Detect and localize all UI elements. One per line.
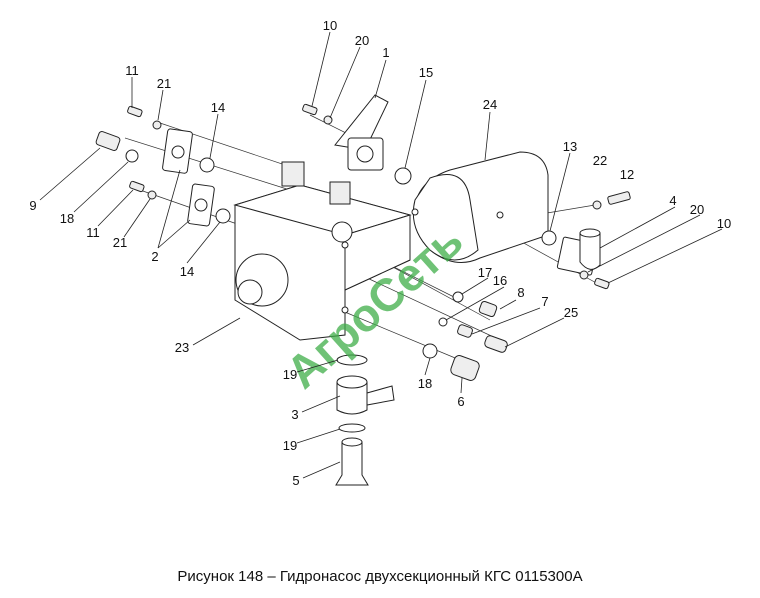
callout-1: 1 xyxy=(382,45,389,60)
callout-17: 17 xyxy=(478,265,492,280)
leader-lines xyxy=(39,31,723,479)
figure-caption: Рисунок 148 – Гидронасос двухсекционный … xyxy=(177,568,583,585)
callout-23: 23 xyxy=(175,340,189,355)
callout-9: 9 xyxy=(29,198,36,213)
callout-6: 6 xyxy=(457,394,464,409)
callout-19: 19 xyxy=(283,367,297,382)
callout-4: 4 xyxy=(669,193,676,208)
callout-18: 18 xyxy=(418,376,432,391)
callout-10: 10 xyxy=(717,216,731,231)
callout-5: 5 xyxy=(292,473,299,488)
callout-24: 24 xyxy=(483,97,497,112)
callout-3: 3 xyxy=(291,407,298,422)
callout-8: 8 xyxy=(517,285,524,300)
callout-10: 10 xyxy=(323,18,337,33)
callout-21: 21 xyxy=(157,76,171,91)
callout-15: 15 xyxy=(419,65,433,80)
callout-20: 20 xyxy=(355,33,369,48)
callout-21: 21 xyxy=(113,235,127,250)
callout-18: 18 xyxy=(60,211,74,226)
callout-11: 11 xyxy=(125,63,139,78)
outlet-elbow-4 xyxy=(556,228,601,276)
pump-housing-23 xyxy=(233,161,412,341)
callout-14: 14 xyxy=(180,264,194,279)
flanges-2 xyxy=(162,128,215,227)
callout-7: 7 xyxy=(541,294,548,309)
callout-25: 25 xyxy=(564,305,578,320)
inlet-flange-1 xyxy=(334,94,389,171)
callout-12: 12 xyxy=(620,167,634,182)
small-parts xyxy=(95,103,631,486)
callout-13: 13 xyxy=(563,139,577,154)
callout-20: 20 xyxy=(690,202,704,217)
callout-16: 16 xyxy=(493,273,507,288)
callout-2: 2 xyxy=(151,249,158,264)
callout-19: 19 xyxy=(283,438,297,453)
callout-14: 14 xyxy=(211,100,225,115)
callout-22: 22 xyxy=(593,153,607,168)
pump-section-24 xyxy=(411,151,549,263)
callout-11: 11 xyxy=(86,225,100,240)
callout-labels: 10 20 1 15 11 21 14 24 13 22 12 4 20 10 … xyxy=(29,18,731,488)
